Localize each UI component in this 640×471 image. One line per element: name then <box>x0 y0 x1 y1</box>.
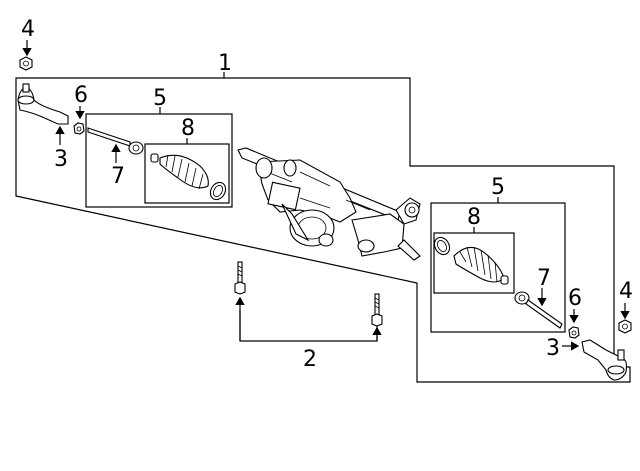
boot-right-icon <box>433 236 509 285</box>
callout-tie-rod-end-left: 3 <box>54 147 68 172</box>
callout-inner-tie-rod-left: 7 <box>111 164 125 189</box>
callout-assembly: 1 <box>218 51 232 76</box>
callout-boot-left: 8 <box>181 116 195 141</box>
inner-tie-rod-right-icon <box>514 291 563 329</box>
callout-nut-right: 4 <box>619 279 633 304</box>
inner-tie-rod-left-icon <box>87 127 144 155</box>
callout-jam-nut-right: 6 <box>568 286 582 311</box>
nut-right-icon <box>618 319 632 334</box>
tie-rod-end-left-icon <box>17 83 69 125</box>
callout-jam-nut-left: 6 <box>74 83 88 108</box>
kit-box-left <box>85 113 233 208</box>
nut-left-icon <box>19 56 33 71</box>
bolt-left-icon <box>234 261 246 295</box>
callout-boot-right: 8 <box>467 205 481 230</box>
jam-nut-right-icon <box>568 326 580 339</box>
jam-nut-left-icon <box>73 122 85 135</box>
boot-left-icon <box>150 153 227 201</box>
callout-kit-right: 5 <box>491 175 505 200</box>
steering-gear-icon <box>237 147 421 261</box>
callout-inner-tie-rod-right: 7 <box>537 266 551 291</box>
callout-bolt: 2 <box>303 347 317 372</box>
callout-tie-rod-end-right: 3 <box>546 336 560 361</box>
tie-rod-end-right-icon <box>581 339 628 381</box>
callout-nut-left: 4 <box>21 17 35 42</box>
callout-kit-left: 5 <box>153 86 167 111</box>
assembly-outline <box>15 77 631 383</box>
bolt-right-icon <box>371 293 383 327</box>
